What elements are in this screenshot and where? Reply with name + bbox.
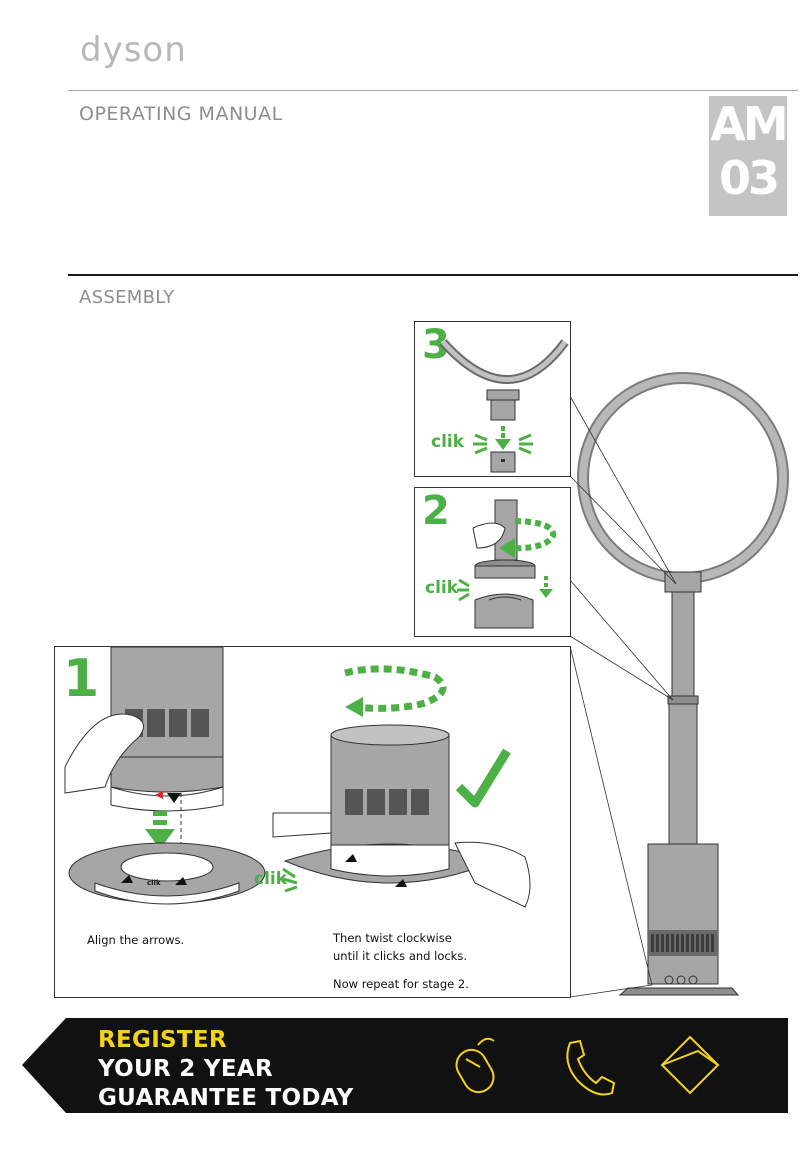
step-1-panel: 1 <box>54 646 571 998</box>
model-line-2: 03 <box>718 151 780 205</box>
fan-illustration <box>569 372 789 998</box>
banner-text[interactable]: REGISTER YOUR 2 YEAR GUARANTEE TODAY <box>98 1026 354 1113</box>
step-3-illustration <box>439 339 569 473</box>
section-divider <box>68 274 798 276</box>
model-badge: AM 03 <box>709 96 789 216</box>
brand-logo: dyson <box>80 30 187 70</box>
caption-twist-line1: Then twist clockwise <box>333 931 452 945</box>
banner-line-3: GUARANTEE TODAY <box>98 1085 354 1111</box>
banner-line-2: YOUR 2 YEAR <box>98 1056 273 1082</box>
step-1-clik-label: clik <box>254 869 288 889</box>
mouse-icon <box>455 1037 495 1094</box>
phone-icon <box>566 1039 616 1096</box>
step-2-clik-label: clik <box>425 578 459 598</box>
caption-repeat: Now repeat for stage 2. <box>333 977 469 991</box>
step-3-clik-label: clik <box>431 432 465 452</box>
caption-twist-line2: until it clicks and locks. <box>333 949 467 963</box>
section-title: ASSEMBLY <box>79 287 175 308</box>
banner-register: REGISTER <box>98 1027 227 1053</box>
step-1-ring-clik-mark: clik <box>147 879 161 887</box>
model-line-1: AM <box>710 97 788 151</box>
envelope-icon <box>660 1035 720 1095</box>
step-1-illustration <box>64 647 531 908</box>
register-banner[interactable] <box>0 1015 808 1115</box>
header-divider <box>68 90 798 91</box>
step-1-number: 1 <box>63 649 100 709</box>
manual-title: OPERATING MANUAL <box>79 103 283 125</box>
caption-align: Align the arrows. <box>87 933 185 947</box>
step-2-number: 2 <box>422 488 450 534</box>
step-3-panel: 3 clik <box>414 321 571 477</box>
step-2-illustration <box>457 499 557 629</box>
step-2-panel: 2 clik <box>414 487 571 637</box>
